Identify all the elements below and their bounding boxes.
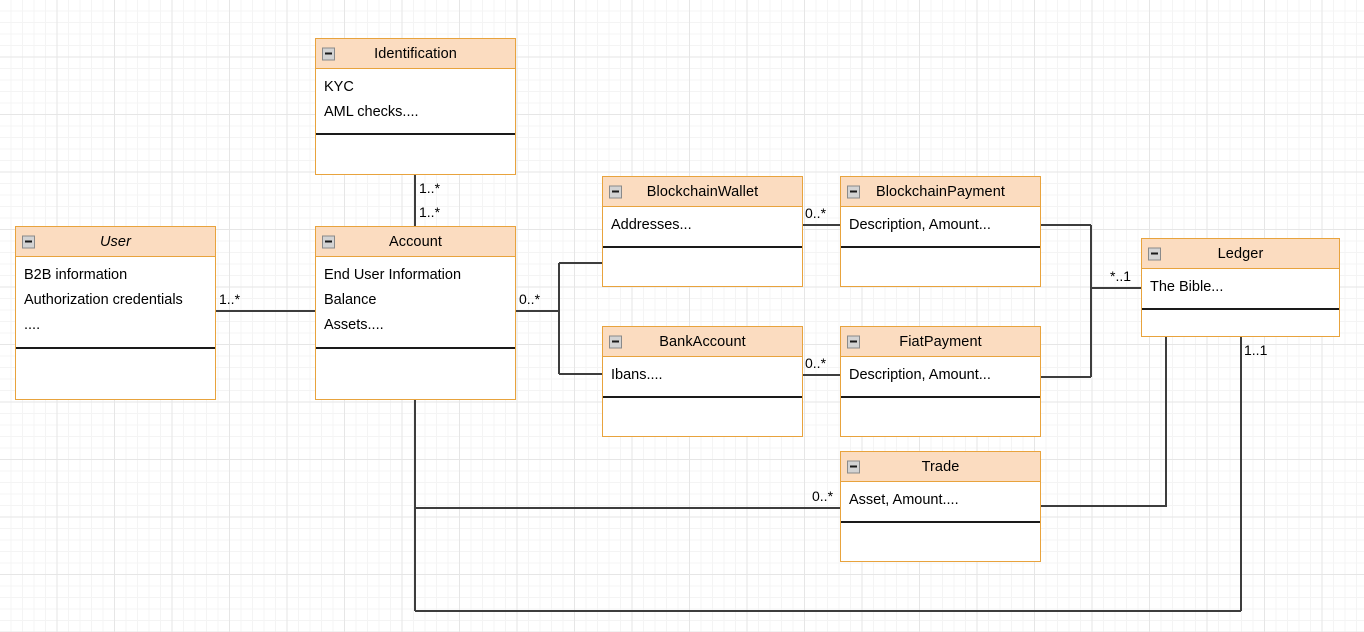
multiplicity-wallet-blockchainpayment: 0..*	[805, 205, 827, 221]
class-header-identification: Identification	[316, 39, 515, 69]
class-attributes-fiatpayment: Description, Amount...	[841, 357, 1040, 399]
multiplicity-payments-ledger: *..1	[1110, 268, 1132, 284]
class-attribute: Description, Amount...	[849, 217, 991, 233]
link-payments-ledger	[1040, 224, 1141, 378]
multiplicity-account-wallets: 0..*	[519, 291, 541, 307]
class-operations-account	[316, 349, 515, 399]
minus-box-icon[interactable]	[322, 47, 335, 60]
class-attributes-blockchainwallet: Addresses...	[603, 207, 802, 249]
class-title-trade: Trade	[921, 458, 960, 475]
class-header-user: User	[16, 227, 215, 257]
multiplicity-account-trade: 0..*	[812, 488, 834, 504]
class-title-ledger: Ledger	[1217, 245, 1264, 262]
class-box-bankaccount[interactable]: BankAccount Ibans....	[602, 326, 803, 437]
class-header-blockchainwallet: BlockchainWallet	[603, 177, 802, 207]
class-attribute: Description, Amount...	[849, 367, 991, 383]
class-title-fiatpayment: FiatPayment	[899, 333, 982, 350]
class-attributes-account: End User Information Balance Assets....	[316, 257, 515, 349]
class-attribute: Asset, Amount....	[849, 492, 959, 508]
class-title-user: User	[99, 233, 131, 250]
class-attribute: AML checks....	[324, 104, 419, 121]
minus-box-icon[interactable]	[22, 235, 35, 248]
class-attribute: Assets....	[324, 317, 384, 334]
class-title-blockchainwallet: BlockchainWallet	[646, 183, 759, 200]
class-attribute: Addresses...	[611, 217, 692, 233]
minus-box-icon[interactable]	[847, 460, 860, 473]
class-operations-identification	[316, 135, 515, 174]
class-attribute: Balance	[324, 292, 377, 309]
class-operations-blockchainpayment	[841, 248, 1040, 286]
class-attribute: Ibans....	[611, 367, 663, 383]
class-header-account: Account	[316, 227, 515, 257]
multiplicity-identification-account-bottom: 1..*	[419, 204, 441, 220]
class-operations-user	[16, 349, 215, 399]
class-box-trade[interactable]: Trade Asset, Amount....	[840, 451, 1041, 562]
class-attribute: KYC	[324, 79, 354, 95]
link-account-wallets	[516, 262, 602, 375]
multiplicity-user-account: 1..*	[219, 291, 241, 307]
class-box-fiatpayment[interactable]: FiatPayment Description, Amount...	[840, 326, 1041, 437]
class-box-account[interactable]: Account End User Information Balance Ass…	[315, 226, 516, 400]
class-operations-blockchainwallet	[603, 248, 802, 286]
class-attribute: ....	[24, 317, 41, 334]
class-attributes-blockchainpayment: Description, Amount...	[841, 207, 1040, 249]
class-title-bankaccount: BankAccount	[659, 333, 746, 350]
minus-box-icon[interactable]	[322, 235, 335, 248]
class-attributes-user: B2B information Authorization credential…	[16, 257, 215, 349]
class-operations-fiatpayment	[841, 398, 1040, 436]
class-header-trade: Trade	[841, 452, 1040, 482]
multiplicity-identification-account-top: 1..*	[419, 180, 441, 196]
class-box-identification[interactable]: Identification KYC AML checks....	[315, 38, 516, 175]
minus-box-icon[interactable]	[847, 335, 860, 348]
class-attributes-identification: KYC AML checks....	[316, 69, 515, 136]
class-operations-trade	[841, 523, 1040, 561]
class-attribute: The Bible...	[1150, 279, 1224, 295]
class-box-user[interactable]: User B2B information Authorization crede…	[15, 226, 216, 400]
minus-box-icon[interactable]	[609, 335, 622, 348]
class-attributes-ledger: The Bible...	[1142, 269, 1339, 311]
class-header-blockchainpayment: BlockchainPayment	[841, 177, 1040, 207]
minus-box-icon[interactable]	[847, 185, 860, 198]
class-operations-bankaccount	[603, 398, 802, 436]
class-box-blockchainpayment[interactable]: BlockchainPayment Description, Amount...	[840, 176, 1041, 287]
class-title-identification: Identification	[374, 45, 457, 62]
minus-box-icon[interactable]	[609, 185, 622, 198]
class-attribute: B2B information	[24, 267, 128, 283]
multiplicity-ledger-bottom: 1..1	[1244, 342, 1268, 358]
multiplicity-bankaccount-fiatpayment: 0..*	[805, 355, 827, 371]
class-header-fiatpayment: FiatPayment	[841, 327, 1040, 357]
class-attribute: End User Information	[324, 267, 462, 283]
class-box-blockchainwallet[interactable]: BlockchainWallet Addresses...	[602, 176, 803, 287]
class-operations-ledger	[1142, 310, 1339, 336]
class-attributes-trade: Asset, Amount....	[841, 482, 1040, 524]
class-header-ledger: Ledger	[1142, 239, 1339, 269]
minus-box-icon[interactable]	[1148, 247, 1161, 260]
class-box-ledger[interactable]: Ledger The Bible...	[1141, 238, 1340, 337]
class-header-bankaccount: BankAccount	[603, 327, 802, 357]
link-trade-ledger	[1040, 337, 1167, 507]
class-title-blockchainpayment: BlockchainPayment	[875, 183, 1006, 200]
class-title-account: Account	[388, 233, 443, 250]
link-account-trade-bottomrail	[414, 400, 1241, 612]
class-attributes-bankaccount: Ibans....	[603, 357, 802, 399]
class-attribute: Authorization credentials	[24, 292, 183, 309]
